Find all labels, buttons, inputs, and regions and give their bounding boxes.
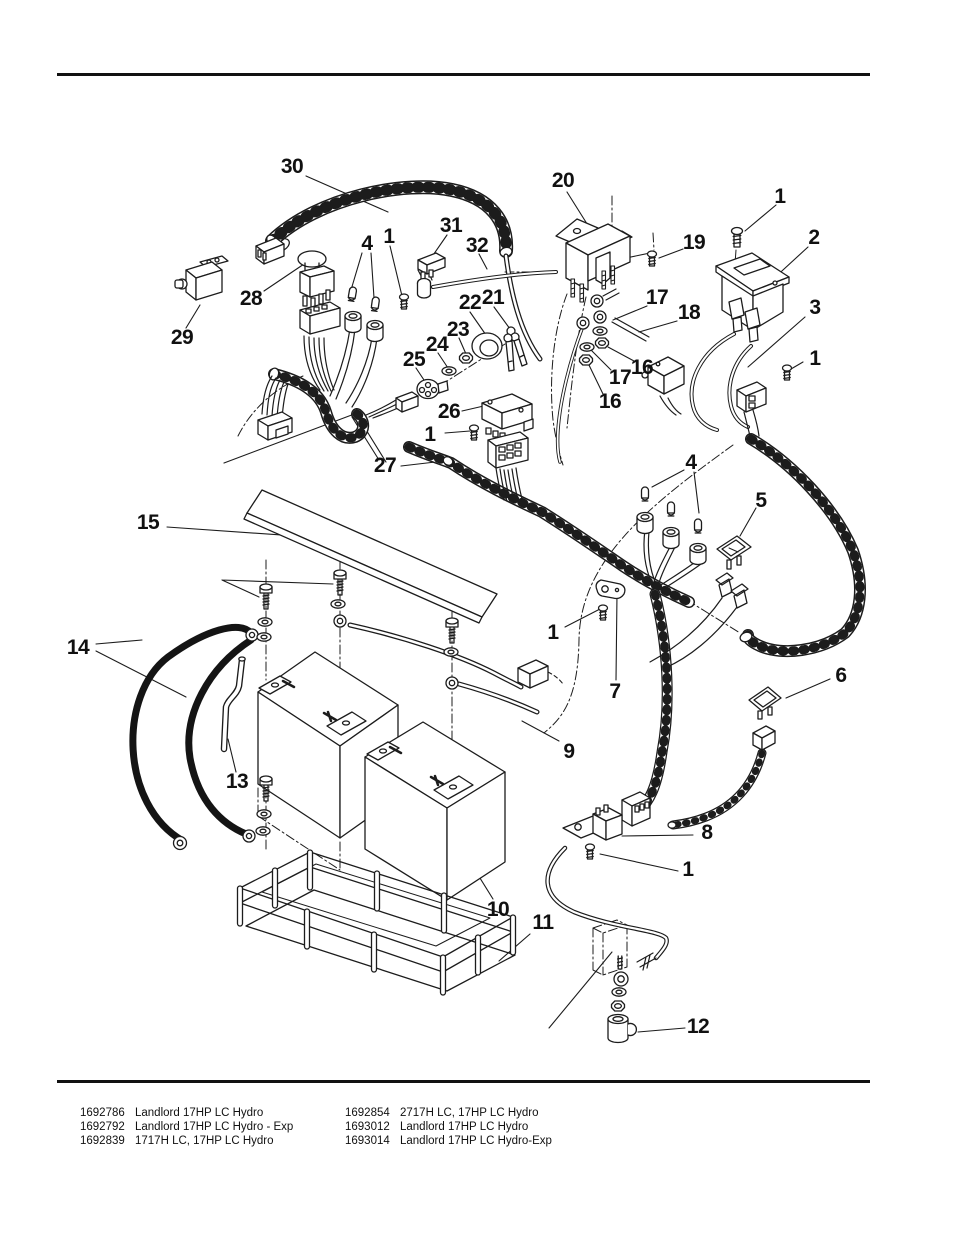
part-number: 1692792: [80, 1121, 125, 1133]
module-31: [417, 252, 446, 280]
battery-2: [364, 721, 506, 901]
interlock-switch: [174, 255, 229, 301]
battery-cables: [129, 623, 259, 851]
part-row: 1693014 Landlord 17HP LC Hydro-Exp: [345, 1134, 552, 1148]
drain-tube: [220, 656, 246, 753]
loose-wires: [261, 238, 760, 971]
connector-8: [621, 791, 651, 827]
connector-30: [255, 237, 285, 265]
harness-sleeve-30: [265, 180, 514, 258]
parts-column-1: 1692786 Landlord 17HP LC Hydro 1692792 Land…: [80, 1106, 293, 1148]
part-number: 1692854: [345, 1107, 390, 1119]
cables: [347, 253, 753, 961]
connector-block-28: [299, 301, 341, 335]
part-number: 1692839: [80, 1135, 125, 1147]
part-number: 1692786: [80, 1107, 125, 1119]
part-row: 1693012 Landlord 17HP LC Hydro: [345, 1120, 552, 1134]
part-row: 1692792 Landlord 17HP LC Hydro - Exp: [80, 1120, 293, 1134]
top-rule: [57, 73, 870, 76]
part-number: 1693012: [345, 1121, 390, 1133]
terminal-boot-12: [607, 971, 638, 1044]
key-set: [503, 326, 528, 372]
elbow-terminal-32: [416, 277, 432, 299]
rocker-switch-5: [716, 535, 752, 570]
bezel-ring-22: [471, 332, 503, 360]
part-row: 1692786 Landlord 17HP LC Hydro: [80, 1106, 293, 1120]
part-description: Landlord 17HP LC Hydro: [135, 1107, 264, 1119]
plunger-switch: [297, 250, 335, 309]
module-26: [481, 393, 534, 440]
part-description: Landlord 17HP LC Hydro-Exp: [400, 1135, 552, 1147]
starter-solenoid: [555, 218, 633, 303]
lamp-bulbs-left: [344, 285, 384, 343]
canister: [607, 1013, 638, 1044]
connector-12pin: [257, 411, 293, 441]
part-description: Landlord 17HP LC Hydro - Exp: [135, 1121, 294, 1133]
screws: [398, 226, 793, 970]
terminal-stack: [576, 288, 650, 366]
part-description: 1717H LC, 17HP LC Hydro: [135, 1135, 274, 1147]
relay: [641, 356, 767, 413]
connector-4pin: [395, 391, 419, 413]
spade-terminals: [715, 572, 749, 609]
part-description: Landlord 17HP LC Hydro: [400, 1121, 529, 1133]
ignition-switch-25: [416, 378, 449, 400]
bottom-rule: [57, 1080, 870, 1083]
part-number: 1693014: [345, 1135, 390, 1147]
main-connector: [487, 431, 529, 469]
part-description: 2717H LC, 17HP LC Hydro: [400, 1107, 539, 1119]
jumper-connector: [517, 659, 549, 689]
mount-bracket-8: [562, 804, 623, 841]
rocker-switch-6: [748, 686, 782, 751]
battery-tray: [236, 849, 517, 996]
hex-nut-23: [458, 352, 474, 364]
hour-meter: [715, 252, 790, 343]
battery-strap: [243, 489, 498, 624]
bracket-7: [595, 579, 626, 600]
washer-24: [441, 366, 457, 376]
part-row: 1692854 2717H LC, 17HP LC Hydro: [345, 1106, 552, 1120]
part-row: 1692839 1717H LC, 17HP LC Hydro: [80, 1134, 293, 1148]
